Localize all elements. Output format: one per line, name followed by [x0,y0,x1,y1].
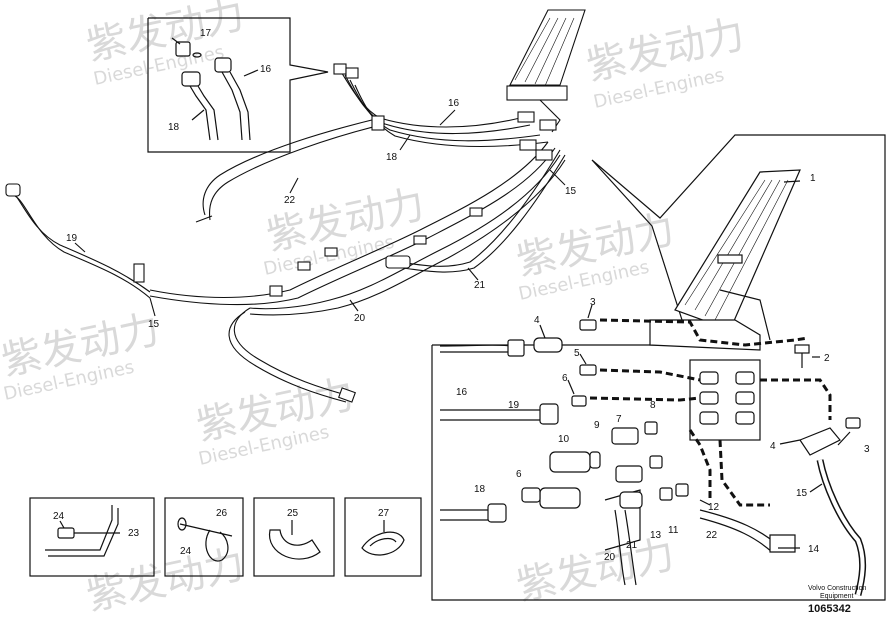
callout-18: 18 [474,484,486,495]
drawing-number: 1065342 [808,603,851,615]
callout-22: 22 [706,530,718,541]
callout-19: 19 [66,233,78,244]
part-box-bracket [29,497,155,577]
callout-20: 20 [604,552,616,563]
callout-27: 27 [378,508,390,519]
callout-19: 19 [508,400,520,411]
callout-12: 12 [708,502,720,513]
callout-21: 21 [626,540,638,551]
detail-inset-hoses [147,17,329,153]
callout-24: 24 [180,546,192,557]
callout-26: 26 [216,508,228,519]
pilot-lines-dashed [589,318,832,507]
callout-10: 10 [558,434,570,445]
callout-15: 15 [565,186,577,197]
callout-11: 11 [668,525,679,536]
callout-14: 14 [808,544,820,555]
callout-15: 15 [148,319,160,330]
callout-20: 20 [354,313,366,324]
callout-3: 3 [864,444,870,455]
callout-7: 7 [616,414,622,425]
footer-company: Volvo Construction [808,585,866,592]
callout-13: 13 [650,530,662,541]
callout-21: 21 [474,280,486,291]
callout-15: 15 [796,488,808,499]
callout-1: 1 [810,173,816,184]
callout-24: 24 [53,511,65,522]
part-box-grommet [344,497,422,577]
callout-9: 9 [594,420,600,431]
footer-company-sub: Equipment [820,593,854,600]
callout-6: 6 [562,373,568,384]
callout-16: 16 [448,98,460,109]
part-box-strap [253,497,335,577]
callout-22: 22 [284,195,296,206]
callout-18: 18 [168,122,180,133]
callout-17: 17 [200,28,212,39]
callout-4: 4 [534,315,540,326]
callout-23: 23 [128,528,140,539]
callout-2: 2 [824,353,830,364]
watermark-layer: 紫发动力 Diesel-Engines 紫发动力 Diesel-Engines … [0,0,749,620]
callout-3: 3 [590,297,596,308]
watermark-cn: 紫发动力 [513,532,679,610]
callout-25: 25 [287,508,299,519]
callout-16: 16 [260,64,272,75]
callout-5: 5 [574,348,580,359]
callout-8: 8 [650,400,656,411]
detail-view-valve [431,134,886,601]
callout-6: 6 [516,469,522,480]
part-box-clamp [164,497,244,577]
callout-18: 18 [386,152,398,163]
callout-4: 4 [770,441,776,452]
callout-16: 16 [456,387,468,398]
hose-harness [5,9,586,403]
